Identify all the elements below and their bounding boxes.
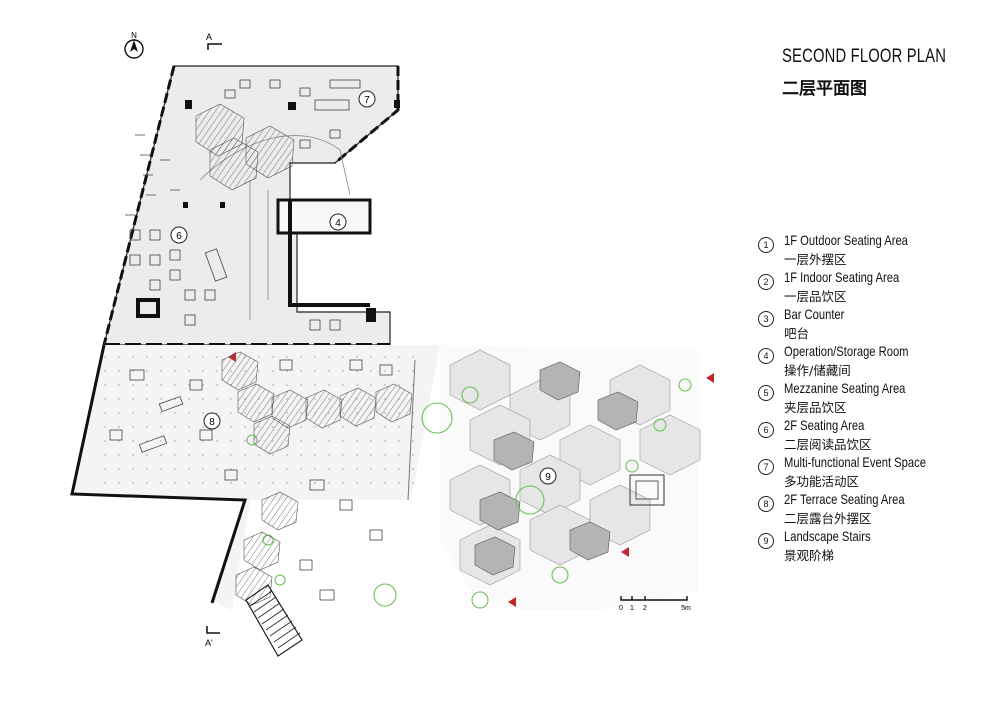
legend-label-cn: 多功能活动区 bbox=[784, 474, 860, 489]
legend-label-en: 1F Outdoor Seating Area bbox=[784, 232, 908, 248]
legend-number: 4 bbox=[758, 348, 774, 364]
legend-number: 8 bbox=[758, 496, 774, 512]
hex-pathway bbox=[195, 103, 413, 606]
legend-label-cn: 夹层品饮区 bbox=[784, 400, 847, 415]
legend-number: 3 bbox=[758, 311, 774, 327]
plan-labels: 4 6 7 8 9 bbox=[170, 90, 557, 485]
legend-item: 8 2F Terrace Seating Area 二层露台外摆区 bbox=[758, 491, 988, 528]
legend-item: 4 Operation/Storage Room 操作/储藏间 bbox=[758, 343, 988, 380]
legend-number: 5 bbox=[758, 385, 774, 401]
landscape-area bbox=[228, 345, 714, 610]
exterior-stair bbox=[245, 584, 303, 657]
scale-bar: 0 1 2 5m bbox=[619, 596, 691, 612]
legend-label-cn: 吧台 bbox=[784, 326, 810, 341]
plan-label-9: 9 bbox=[545, 472, 551, 483]
legend-label-cn: 景观阶梯 bbox=[784, 548, 835, 563]
legend-item: 9 Landscape Stairs 景观阶梯 bbox=[758, 528, 988, 565]
building-furniture bbox=[125, 79, 361, 331]
title-chinese: 二层平面图 bbox=[782, 79, 867, 99]
section-mark-bottom: A' bbox=[205, 626, 220, 648]
legend-number: 1 bbox=[758, 237, 774, 253]
legend-number: 6 bbox=[758, 422, 774, 438]
legend-label-cn: 二层露台外摆区 bbox=[784, 511, 872, 526]
legend-label-cn: 操作/储藏间 bbox=[784, 363, 851, 378]
svg-text:0: 0 bbox=[619, 605, 623, 612]
legend-label-cn: 二层阅读品饮区 bbox=[784, 437, 872, 452]
legend-label-en: Mezzanine Seating Area bbox=[784, 380, 906, 396]
svg-text:1: 1 bbox=[630, 605, 634, 612]
legend-label-en: Multi-functional Event Space bbox=[784, 454, 926, 470]
legend-label-en: Operation/Storage Room bbox=[784, 343, 909, 359]
legend: 1 1F Outdoor Seating Area 一层外摆区 2 1F Ind… bbox=[758, 232, 988, 565]
legend-item: 6 2F Seating Area 二层阅读品饮区 bbox=[758, 417, 988, 454]
legend-number: 2 bbox=[758, 274, 774, 290]
svg-text:5m: 5m bbox=[681, 605, 691, 612]
legend-item: 5 Mezzanine Seating Area 夹层品饮区 bbox=[758, 380, 988, 417]
title-english: SECOND FLOOR PLAN bbox=[782, 46, 947, 67]
north-arrow: N bbox=[124, 31, 144, 59]
plan-label-7: 7 bbox=[364, 95, 370, 106]
legend-item: 1 1F Outdoor Seating Area 一层外摆区 bbox=[758, 232, 988, 269]
legend-item: 3 Bar Counter 吧台 bbox=[758, 306, 988, 343]
legend-item: 7 Multi-functional Event Space 多功能活动区 bbox=[758, 454, 988, 491]
legend-label-cn: 一层品饮区 bbox=[784, 289, 847, 304]
plan-label-4: 4 bbox=[335, 218, 341, 229]
svg-text:A': A' bbox=[205, 638, 213, 648]
section-mark-top: A bbox=[206, 32, 222, 50]
plan-label-6: 6 bbox=[176, 231, 182, 242]
legend-number: 7 bbox=[758, 459, 774, 475]
north-label: N bbox=[131, 31, 137, 40]
plan-label-8: 8 bbox=[209, 417, 215, 428]
legend-label-cn: 一层外摆区 bbox=[784, 252, 847, 267]
svg-text:A: A bbox=[206, 32, 212, 42]
legend-label-en: Bar Counter bbox=[784, 306, 845, 322]
upper-building bbox=[102, 65, 400, 347]
svg-text:2: 2 bbox=[643, 605, 647, 612]
legend-number: 9 bbox=[758, 533, 774, 549]
legend-item: 2 1F Indoor Seating Area 一层品饮区 bbox=[758, 269, 988, 306]
legend-label-en: 1F Indoor Seating Area bbox=[784, 269, 900, 285]
legend-label-en: 2F Terrace Seating Area bbox=[784, 491, 905, 507]
legend-label-en: Landscape Stairs bbox=[784, 528, 871, 544]
legend-label-en: 2F Seating Area bbox=[784, 417, 865, 433]
